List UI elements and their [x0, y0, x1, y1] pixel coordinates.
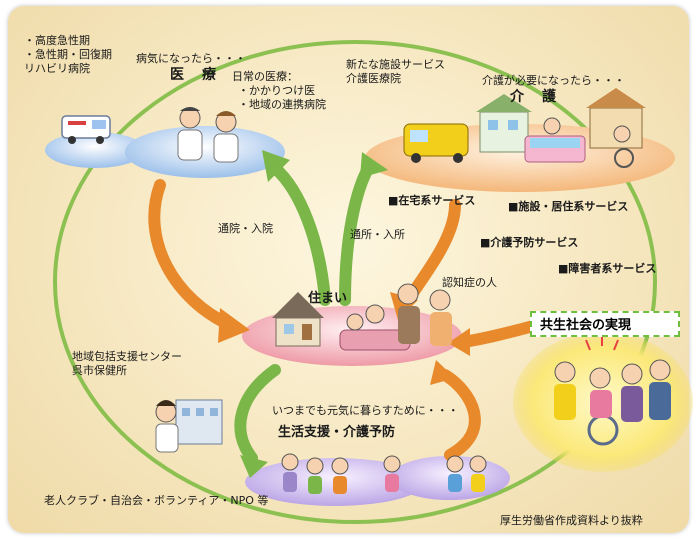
- acute-hospital-label: ・高度急性期 ・急性期・回復期 リハビリ病院: [24, 34, 112, 75]
- support-center-illustration: [155, 399, 223, 453]
- doctors-illustration: [177, 107, 239, 163]
- medical-title: 医 療: [170, 67, 218, 83]
- service-facility: ■施設・居住系サービス: [508, 200, 629, 213]
- prevention-title: 生活支援・介護予防: [278, 425, 396, 440]
- arrow-coexistence-to-home-head: [448, 328, 470, 356]
- home-illustration: [272, 283, 452, 351]
- arrow-medical-to-home: [148, 179, 236, 331]
- service-home-based: ■在宅系サービス: [388, 194, 476, 207]
- arrow-medical-to-home-head: [218, 308, 250, 343]
- care-title: 介 護: [510, 89, 558, 105]
- care-illustration: [403, 88, 646, 168]
- when-care-needed-label: 介護が必要になったら・・・: [482, 74, 625, 87]
- medical-disc: [125, 126, 285, 178]
- arrow-prevention-to-home-head: [430, 360, 455, 385]
- community-groups-label: 老人クラブ・自治会・ボランティア・NPO 等: [44, 494, 269, 507]
- daycare-admission-label: 通所・入所: [350, 228, 405, 241]
- home-title: 住まい: [308, 291, 348, 306]
- arrow-home-to-medical-head: [262, 150, 290, 182]
- service-prevention: ■介護予防サービス: [480, 236, 579, 249]
- ambulance-icon: [61, 115, 111, 144]
- when-sick-label: 病気になったら・・・: [136, 52, 246, 65]
- arrow-home-to-medical: [269, 162, 331, 306]
- prevention-subtitle: いつまでも元気に暮らすために・・・: [272, 404, 459, 417]
- new-facility-label: 新たな施設サービス 介護医療院: [346, 58, 445, 85]
- arrow-prevention-to-home: [439, 369, 481, 461]
- arrow-home-to-prevention-head: [240, 455, 268, 478]
- clinic-admission-label: 通院・入院: [218, 222, 273, 235]
- coexistence-illustration: [554, 335, 671, 446]
- community-circle: [53, 40, 657, 524]
- arrow-home-to-prevention: [234, 364, 281, 464]
- dementia-label: 認知症の人: [442, 276, 497, 289]
- support-center-label: 地域包括支援センター 呉市保健所: [72, 350, 182, 377]
- arrow-home-to-care-head: [360, 152, 388, 178]
- coexistence-box: 共生社会の実現: [530, 311, 680, 337]
- service-disability: ■障害者系サービス: [558, 262, 657, 275]
- source-note: 厚生労働省作成資料より抜粋: [500, 514, 643, 527]
- daily-medical-label: 日常の医療： ・かかりつけ医 ・地域の連携病院: [232, 70, 326, 111]
- prevention-illustration: [281, 453, 487, 494]
